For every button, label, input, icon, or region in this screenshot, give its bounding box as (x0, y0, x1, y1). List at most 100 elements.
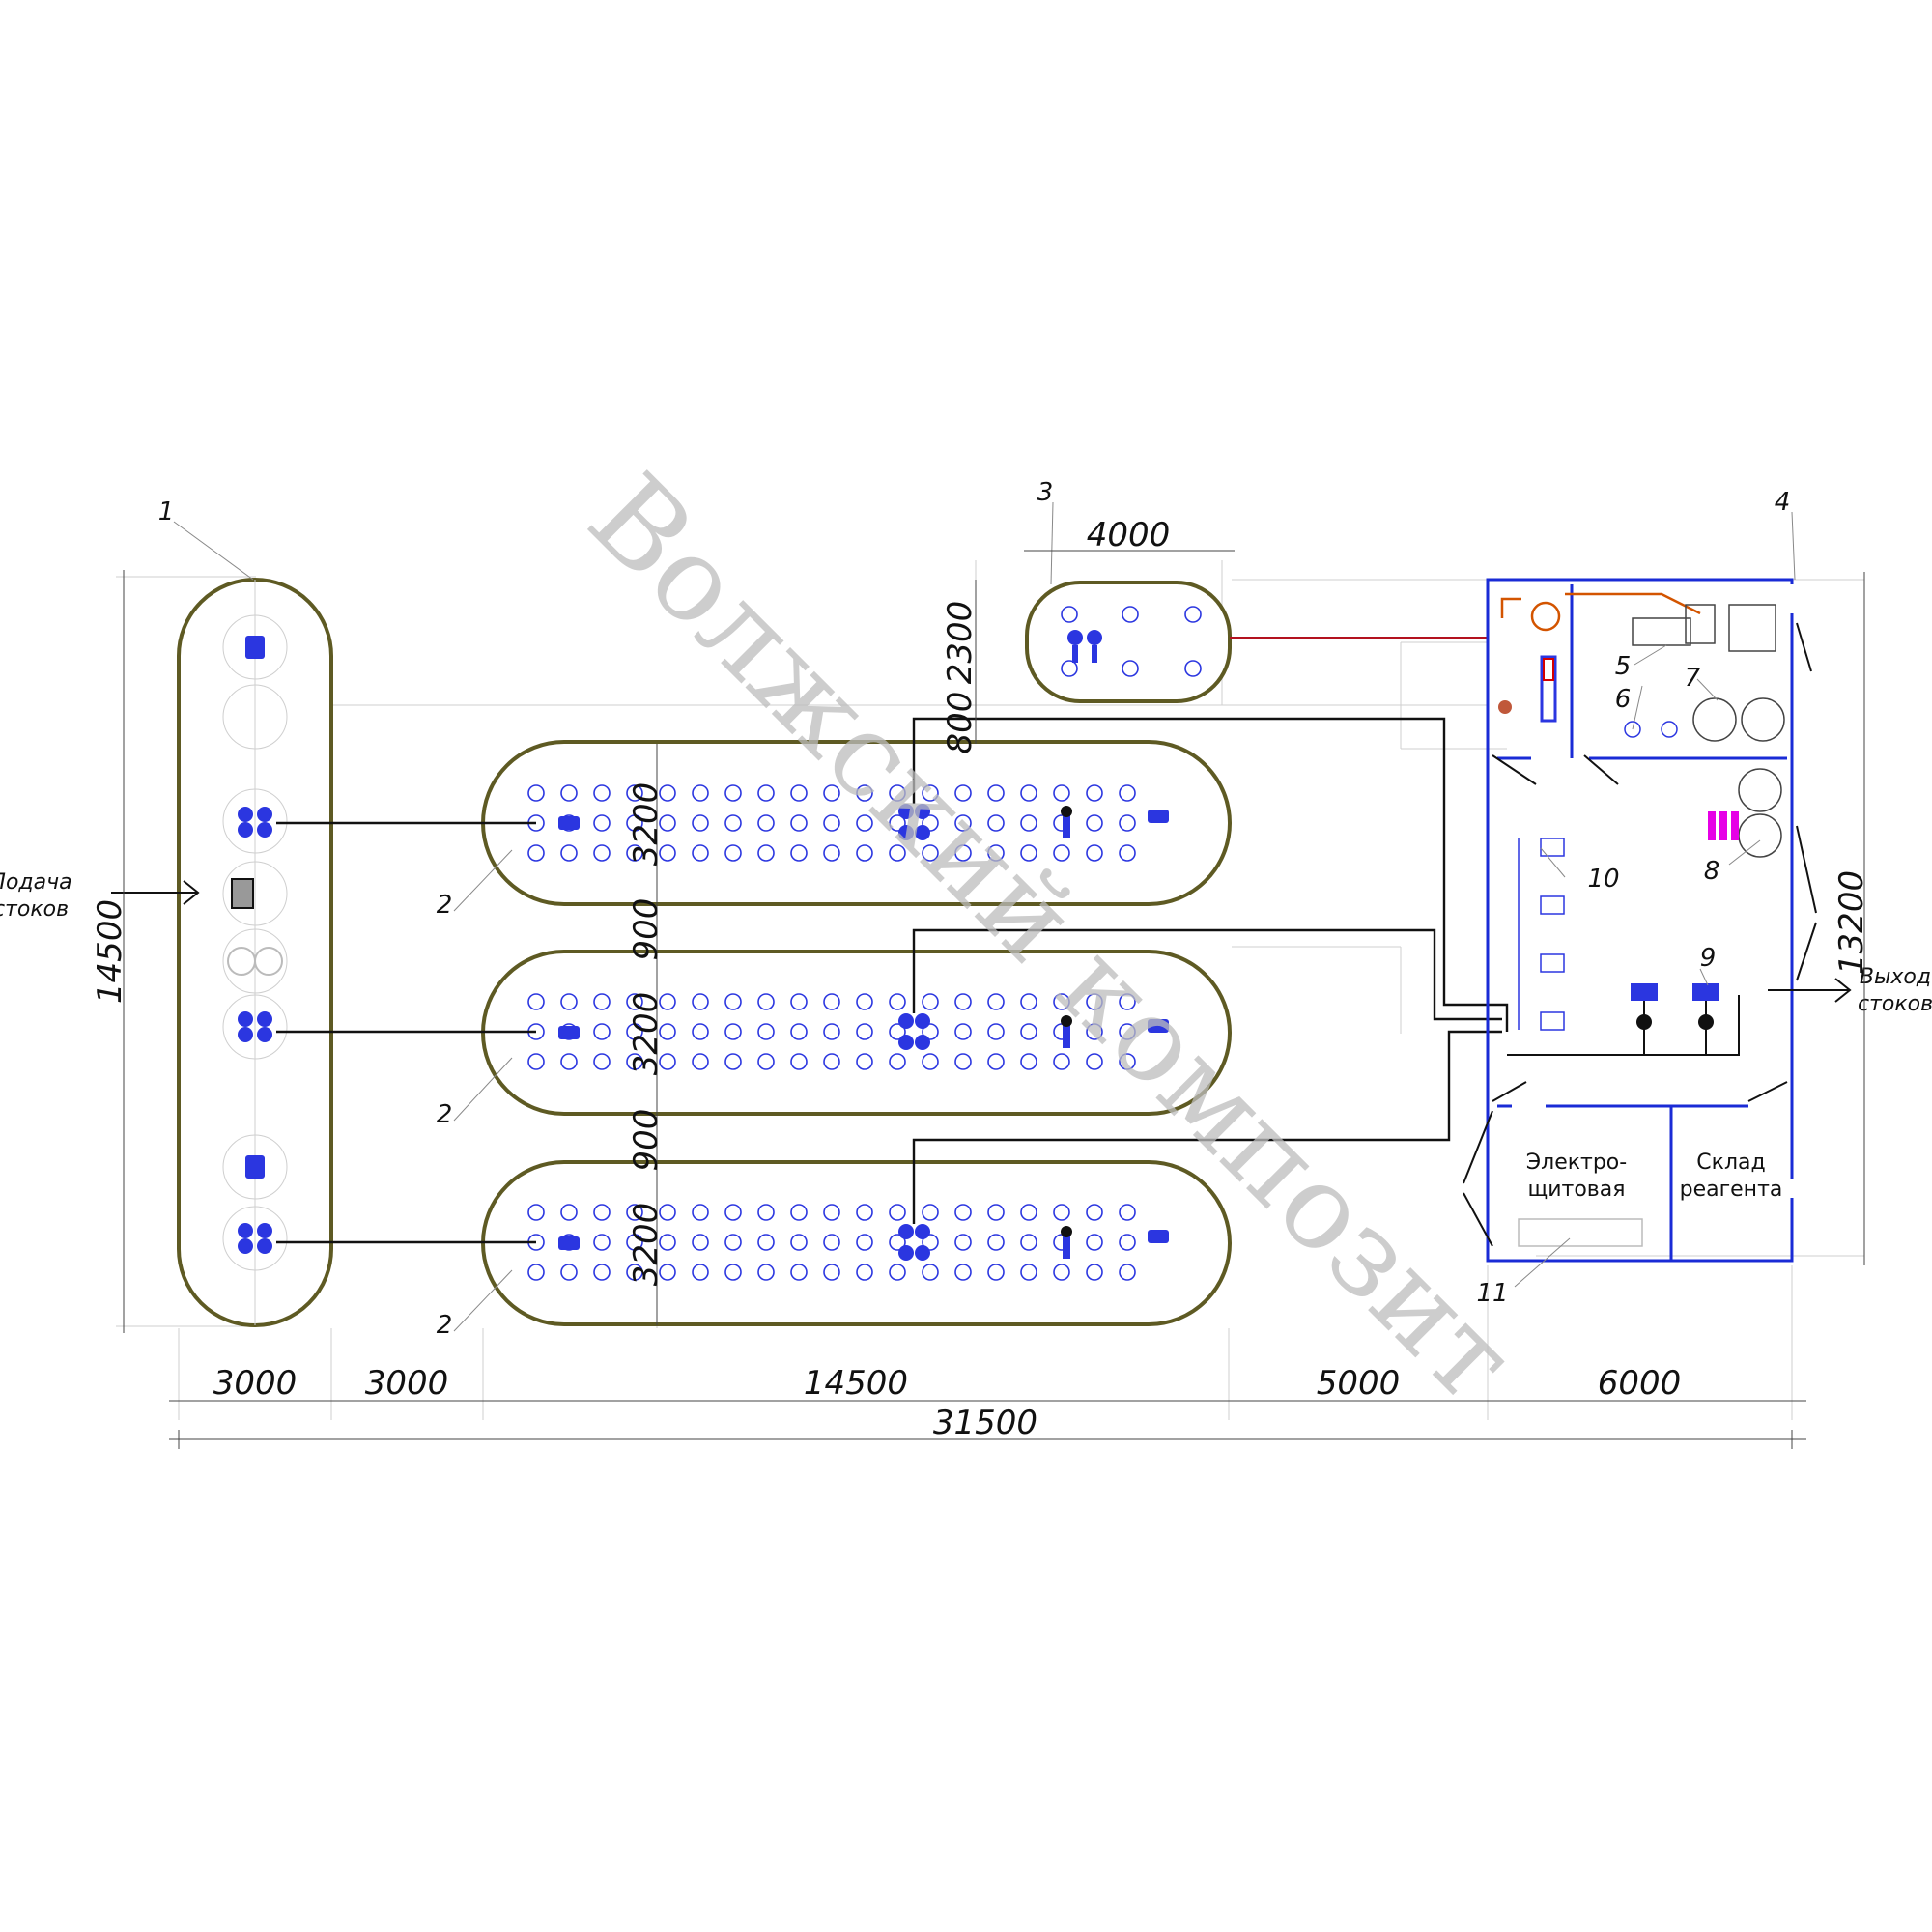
diffuser-hole (527, 1053, 545, 1070)
diffuser-hole (626, 844, 643, 862)
blower-icon (1632, 604, 1776, 652)
diffuser-hole (757, 1053, 775, 1070)
callout-9: 9 (1700, 944, 1717, 973)
diffuser-hole (790, 784, 808, 802)
diffuser-hole (922, 784, 939, 802)
diffuser-hole (593, 1264, 611, 1281)
diffuser-hole (856, 1204, 873, 1221)
diffuser-hole (922, 1023, 939, 1040)
diffuser-hole (659, 814, 676, 832)
diffuser-hole (823, 1053, 840, 1070)
diffuser-hole (724, 1264, 742, 1281)
diffuser-hole (659, 1204, 676, 1221)
diffuser-hole (1020, 844, 1037, 862)
dim-left-height: 14500 (91, 899, 129, 1004)
callout-10: 10 (1587, 865, 1619, 894)
diffuser-hole (823, 1204, 840, 1221)
diffuser-hole (1086, 784, 1103, 802)
diffuser-hole (790, 814, 808, 832)
reagent-line-icon (1498, 592, 1701, 714)
callout-2c: 2 (437, 1311, 453, 1340)
diffuser-hole (823, 1234, 840, 1251)
diffuser-hole (987, 844, 1005, 862)
building-plan (1463, 578, 1817, 1263)
diffuser-hole (757, 814, 775, 832)
diffuser-hole (1020, 1264, 1037, 1281)
dim-seg-4: 5000 (1317, 1364, 1401, 1403)
diffuser-hole (823, 1264, 840, 1281)
diffuser-hole (1020, 814, 1037, 832)
callout-3: 3 (1037, 478, 1054, 507)
callout-2a: 2 (437, 891, 453, 920)
diffuser-hole (724, 814, 742, 832)
diffuser-hole (1086, 1264, 1103, 1281)
diffuser-hole (790, 1264, 808, 1281)
diffuser-hole (626, 1023, 643, 1040)
diffuser-hole (856, 1053, 873, 1070)
pipelines (276, 637, 1509, 1244)
diffuser-hole (987, 1204, 1005, 1221)
dimension-lines (123, 550, 1865, 1449)
diffuser-hole (823, 844, 840, 862)
diffuser-hole (593, 1204, 611, 1221)
diffuser-hole (987, 814, 1005, 832)
pump-station-icon (1507, 983, 1740, 1056)
callout-2b: 2 (437, 1100, 453, 1129)
diffuser-hole (790, 1023, 808, 1040)
dim-seg-3: 14500 (804, 1364, 908, 1403)
dim-tank-height-1: 3200 (627, 782, 666, 867)
diffuser-hole (823, 814, 840, 832)
dim-total: 31500 (933, 1404, 1037, 1442)
outlet-label-line2: стоков (1858, 992, 1932, 1016)
diffuser-hole (987, 1264, 1005, 1281)
diffuser-hole (692, 844, 709, 862)
diffuser-hole (1119, 844, 1136, 862)
diffuser-hole (626, 814, 643, 832)
dosing-unit-icon (1708, 811, 1739, 840)
diffuser-hole (987, 784, 1005, 802)
diffuser-hole (593, 1023, 611, 1040)
diffuser-hole (659, 844, 676, 862)
diffuser-hole (1053, 1204, 1070, 1221)
diffuser-hole (626, 784, 643, 802)
tank-2-equipment (558, 804, 1169, 1261)
diffuser-hole (889, 814, 906, 832)
diffuser-hole (889, 844, 906, 862)
diffuser-hole (659, 1023, 676, 1040)
diffuser-hole (626, 1204, 643, 1221)
diffuser-hole (1086, 993, 1103, 1010)
dim-seg-2: 3000 (365, 1364, 449, 1403)
pump-icon (1067, 630, 1102, 663)
dim-gap-top: 800 (941, 692, 980, 754)
diffuser-hole (560, 1053, 578, 1070)
diffuser-hole (1119, 993, 1136, 1010)
diffuser-hole (560, 1204, 578, 1221)
diffuser-hole (626, 1234, 643, 1251)
diffuser-hole (626, 993, 643, 1010)
diffuser-hole (757, 1264, 775, 1281)
diffuser-hole (1053, 844, 1070, 862)
diffuser-hole (757, 1204, 775, 1221)
diffuser-hole (527, 1264, 545, 1281)
diffuser-hole (954, 784, 972, 802)
diffuser-hole (626, 1053, 643, 1070)
diffuser-hole (889, 1053, 906, 1070)
aerator-icon (558, 810, 1169, 1250)
diffuser-hole (1086, 1204, 1103, 1221)
inlet-label-line2: стоков (0, 897, 69, 922)
callout-1: 1 (158, 497, 175, 526)
diffuser-hole (1086, 1023, 1103, 1040)
dim-gap-2: 900 (627, 1109, 666, 1172)
diffuser-hole (593, 814, 611, 832)
diffuser-hole (1119, 1234, 1136, 1251)
dim-gap-1: 900 (627, 898, 666, 961)
diffuser-hole (987, 1053, 1005, 1070)
diffuser-hole (593, 993, 611, 1010)
diffuser-hole (954, 1234, 972, 1251)
diffuser-hole (757, 1023, 775, 1040)
room-storage-line2: реагента (1680, 1178, 1783, 1202)
inlet-label-line1: Подача (0, 870, 72, 895)
diffuser-hole (724, 993, 742, 1010)
diffuser-hole (954, 1023, 972, 1040)
